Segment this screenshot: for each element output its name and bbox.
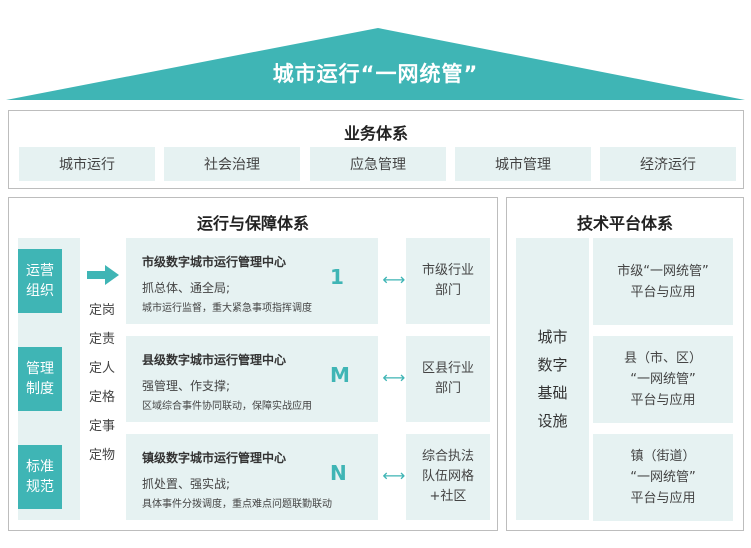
center-municipal: 市级数字城市运行管理中心 抓总体、通全局; 城市运行监督，重大紧急事项指挥调度 … <box>126 238 378 324</box>
center-duty: 区域综合事件协同联动，保障实战应用 <box>142 401 312 412</box>
tech-system-title: 技术平台体系 <box>576 214 673 233</box>
industry-municipal: 市级行业 部门 <box>406 238 490 324</box>
center-level: N <box>330 461 347 485</box>
ding-item: 定人 <box>89 361 116 376</box>
ops-system-title: 运行与保障体系 <box>196 214 309 233</box>
business-system-panel: 业务体系 城市运行 社会治理 应急管理 城市管理 经济运行 <box>8 110 744 189</box>
center-role: 抓总体、通全局; <box>142 281 231 295</box>
business-system-title: 业务体系 <box>343 124 408 143</box>
standard-label: 管理制度 <box>26 361 54 397</box>
ding-item: 定责 <box>89 332 116 347</box>
platform-town: 镇（街道） “一网统管” 平台与应用 <box>593 434 733 521</box>
platform-label: 市级“一网统管” 平台与应用 <box>617 263 709 300</box>
center-duty: 具体事件分拨调度，重点难点问题联勤联动 <box>142 499 332 510</box>
standard-label: 标准规范 <box>26 459 54 495</box>
industry-label: 综合执法 队伍网格 +社区 <box>421 449 474 504</box>
double-arrow-icon: ⟷ <box>382 466 406 485</box>
platform-label: 县（市、区） “一网统管” 平台与应用 <box>623 351 702 408</box>
ding-list: 定岗 定责 定人 定格 定事 定物 <box>89 296 129 470</box>
industry-county: 区县行业 部门 <box>406 336 490 422</box>
infrastructure-box: 城市数字基础设施 <box>516 238 589 520</box>
roof-banner <box>6 28 745 100</box>
double-arrow-icon: ⟷ <box>382 270 406 289</box>
ding-item: 定岗 <box>89 303 116 318</box>
business-item-emergency-management: 应急管理 <box>310 147 446 181</box>
business-item-city-management: 城市管理 <box>455 147 591 181</box>
standard-label: 运营组织 <box>26 263 54 299</box>
industry-label: 市级行业 部门 <box>421 263 474 298</box>
platform-label: 镇（街道） “一网统管” 平台与应用 <box>630 449 696 506</box>
business-item-social-governance: 社会治理 <box>164 147 300 181</box>
ding-item: 定格 <box>89 390 116 405</box>
infrastructure-label: 城市数字基础设施 <box>537 328 568 430</box>
tech-system-panel: 技术平台体系 城市数字基础设施 市级“一网统管” 平台与应用 县（市、区） “一… <box>506 197 744 531</box>
center-title: 县级数字城市运行管理中心 <box>142 353 287 367</box>
center-role: 抓处置、强实战; <box>142 477 231 491</box>
industry-town: 综合执法 队伍网格 +社区 <box>406 434 490 520</box>
platform-county: 县（市、区） “一网统管” 平台与应用 <box>593 336 733 423</box>
industry-label: 区县行业 部门 <box>421 361 474 396</box>
center-level: M <box>330 363 350 387</box>
double-arrow-icon: ⟷ <box>382 368 406 387</box>
center-title: 镇级数字城市运行管理中心 <box>142 451 287 465</box>
center-role: 强管理、作支撑; <box>142 379 231 393</box>
center-duty: 城市运行监督，重大紧急事项指挥调度 <box>142 303 312 314</box>
standard-operation-org: 运营组织 <box>18 249 62 313</box>
business-item-city-operation: 城市运行 <box>19 147 155 181</box>
center-county: 县级数字城市运行管理中心 强管理、作支撑; 区域综合事件协同联动，保障实战应用 … <box>126 336 378 422</box>
arrow-right-icon <box>87 265 119 285</box>
platform-municipal: 市级“一网统管” 平台与应用 <box>593 238 733 325</box>
roof-shape <box>6 28 745 100</box>
page-title: 城市运行“一网统管” <box>272 62 479 86</box>
ding-item: 定物 <box>89 448 116 463</box>
center-town: 镇级数字城市运行管理中心 抓处置、强实战; 具体事件分拨调度，重点难点问题联勤联… <box>126 434 378 520</box>
ding-item: 定事 <box>89 419 116 434</box>
standard-specification: 标准规范 <box>18 445 62 509</box>
business-item-economic-operation: 经济运行 <box>600 147 736 181</box>
standard-management-system: 管理制度 <box>18 347 62 411</box>
ops-system-panel: 运行与保障体系 运营组织 管理制度 标准规范 定岗 定责 定人 定格 定事 定物… <box>8 197 498 531</box>
center-title: 市级数字城市运行管理中心 <box>142 255 287 269</box>
center-level: 1 <box>330 265 344 289</box>
